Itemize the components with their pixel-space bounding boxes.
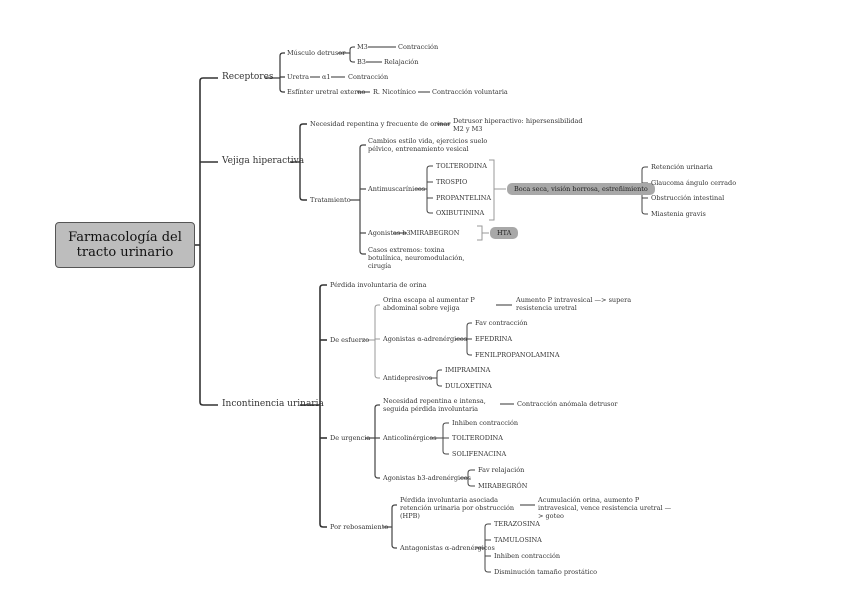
- connector: [484, 523, 491, 528]
- node-item[interactable]: Inhiben contracción: [452, 419, 519, 427]
- connector: [359, 250, 366, 255]
- node-por-rebosamiento[interactable]: Por rebosamiento: [330, 523, 389, 531]
- connector: [489, 159, 495, 221]
- connector: [466, 322, 472, 327]
- node-item[interactable]: FENILPROPANOLAMINA: [475, 351, 560, 359]
- node-agonistas-b3[interactable]: Agonistas b3: [368, 229, 411, 237]
- node-musculo-detrusor[interactable]: Músculo detrusor: [287, 49, 346, 57]
- connector: [349, 58, 355, 63]
- connector: [374, 304, 380, 309]
- connector: [436, 369, 442, 374]
- node-drug[interactable]: OXIBUTININA: [436, 209, 485, 217]
- connector: [374, 474, 380, 479]
- connector: [391, 504, 397, 509]
- connector: [279, 88, 285, 93]
- connector: [477, 225, 483, 241]
- node-item[interactable]: Disminución tamaño prostático: [494, 568, 598, 576]
- node-drug[interactable]: PROPANTELINA: [436, 194, 492, 202]
- connector: [199, 77, 218, 82]
- summary-hta[interactable]: HTA: [490, 227, 519, 239]
- root-label: Farmacología del tracto urinario: [68, 230, 182, 260]
- node-necesidad[interactable]: Necesidad repentina y frecuente de orina…: [310, 120, 451, 128]
- connector: [279, 52, 285, 57]
- node-vejiga[interactable]: Vejiga hiperactiva: [222, 156, 305, 166]
- connector: [466, 351, 472, 356]
- connector: [436, 382, 442, 387]
- node-agonistas-b3-adrenergicos[interactable]: Agonistas b3-adrenérgicos: [383, 474, 472, 482]
- connector: [442, 422, 449, 427]
- node-b3[interactable]: B3: [357, 58, 366, 66]
- node-contraindicacion[interactable]: Retención urinaria: [651, 163, 713, 171]
- node-antimuscarinicos[interactable]: Antimuscarínicos: [368, 185, 426, 193]
- node-item[interactable]: MIRABEGRÓN: [478, 482, 528, 490]
- node-detrusor-hiperactivo[interactable]: Detrusor hiperactivo: hipersensibilidad …: [453, 117, 583, 133]
- node-acumulacion[interactable]: Acumulación orina, aumento P intravesica…: [538, 496, 672, 520]
- node-contraindicacion[interactable]: Glaucoma ángulo cerrado: [651, 179, 737, 187]
- node-item[interactable]: Fav contracción: [475, 319, 528, 327]
- node-receptores[interactable]: Receptores: [222, 72, 274, 82]
- connector: [467, 469, 475, 474]
- connector: [391, 544, 397, 549]
- node-esfinter[interactable]: Esfínter uretral externo: [287, 88, 366, 96]
- node-necesidad-urgencia[interactable]: Necesidad repentina e intensa, seguida p…: [383, 397, 486, 413]
- node-uretra[interactable]: Uretra: [287, 73, 310, 81]
- node-agonistas-alfa[interactable]: Agonistas α-adrenérgicos: [383, 335, 468, 343]
- summary-efectos-adversos[interactable]: Boca seca, visión borrosa, estreñimiento: [507, 183, 655, 195]
- node-m3[interactable]: M3: [357, 43, 368, 51]
- connector: [299, 123, 307, 128]
- node-incontinencia[interactable]: Incontinencia urinaria: [222, 399, 324, 409]
- node-item[interactable]: DULOXETINA: [445, 382, 492, 390]
- node-orina-escapa[interactable]: Orina escapa al aumentar P abdominal sob…: [383, 296, 475, 312]
- connector: [426, 209, 433, 214]
- connector: [319, 523, 327, 528]
- node-item[interactable]: SOLIFENACINA: [452, 450, 507, 458]
- node-cambios[interactable]: Cambios estilo vida, ejercicios suelo pé…: [368, 137, 488, 153]
- connector: [641, 166, 648, 171]
- node-contraccion-anomala[interactable]: Contracción anómala detrusor: [517, 400, 618, 408]
- node-drug[interactable]: TROSPIO: [436, 178, 468, 186]
- node-perdida-hpb[interactable]: Pérdida involuntaria asociada retención …: [400, 496, 515, 520]
- node-drug[interactable]: TOLTERODINA: [436, 162, 487, 170]
- node-b3-effect[interactable]: Relajación: [384, 58, 419, 66]
- connector: [641, 210, 648, 215]
- node-item[interactable]: TAMULOSINA: [494, 536, 542, 544]
- node-alfa1[interactable]: α1: [322, 73, 331, 81]
- node-de-esfuerzo[interactable]: De esfuerzo: [330, 336, 370, 344]
- connector: [299, 196, 307, 201]
- node-tratamiento[interactable]: Tratamiento: [310, 196, 351, 204]
- node-perdida[interactable]: Pérdida involuntaria de orina: [330, 281, 427, 289]
- node-item[interactable]: Fav relajación: [478, 466, 525, 474]
- connector: [374, 404, 380, 409]
- node-aumento-p[interactable]: Aumento P intravesical —> supera resiste…: [516, 296, 632, 312]
- node-item[interactable]: TOLTERODINA: [452, 434, 503, 442]
- node-m3-effect[interactable]: Contracción: [398, 43, 439, 51]
- node-alfa1-effect[interactable]: Contracción: [348, 73, 389, 81]
- connector: [319, 284, 327, 289]
- connector: [426, 165, 433, 170]
- connector: [359, 144, 366, 149]
- node-nicotinico-effect[interactable]: Contracción voluntaria: [432, 88, 508, 96]
- node-item[interactable]: Inhiben contracción: [494, 552, 561, 560]
- connector: [349, 46, 355, 51]
- node-contraindicacion[interactable]: Miastenia gravis: [651, 210, 706, 218]
- node-antidepresivos[interactable]: Antidepresivos: [383, 374, 433, 382]
- node-contraindicacion[interactable]: Obstrucción intestinal: [651, 194, 725, 202]
- node-nicotinico[interactable]: R. Nicotínico: [373, 88, 416, 96]
- node-item[interactable]: TERAZOSINA: [494, 520, 540, 528]
- connector: [199, 401, 218, 406]
- node-antagonistas-alfa[interactable]: Antagonistas α-adrenérgicos: [400, 544, 495, 552]
- connector: [467, 482, 475, 487]
- node-de-urgencia[interactable]: De urgencia: [330, 434, 371, 442]
- connector: [484, 568, 491, 573]
- node-mirabegron[interactable]: MIRABEGRON: [410, 229, 460, 237]
- node-anticolinergicos[interactable]: Anticolinérgicos: [383, 434, 437, 442]
- node-item[interactable]: EFEDRINA: [475, 335, 513, 343]
- connector: [374, 374, 380, 379]
- connector: [442, 450, 449, 455]
- node-item[interactable]: IMIPRAMINA: [445, 366, 491, 374]
- root-node[interactable]: Farmacología del tracto urinario: [55, 222, 195, 268]
- node-casos-extremos[interactable]: Casos extremos: toxina botulínica, neuro…: [368, 246, 465, 270]
